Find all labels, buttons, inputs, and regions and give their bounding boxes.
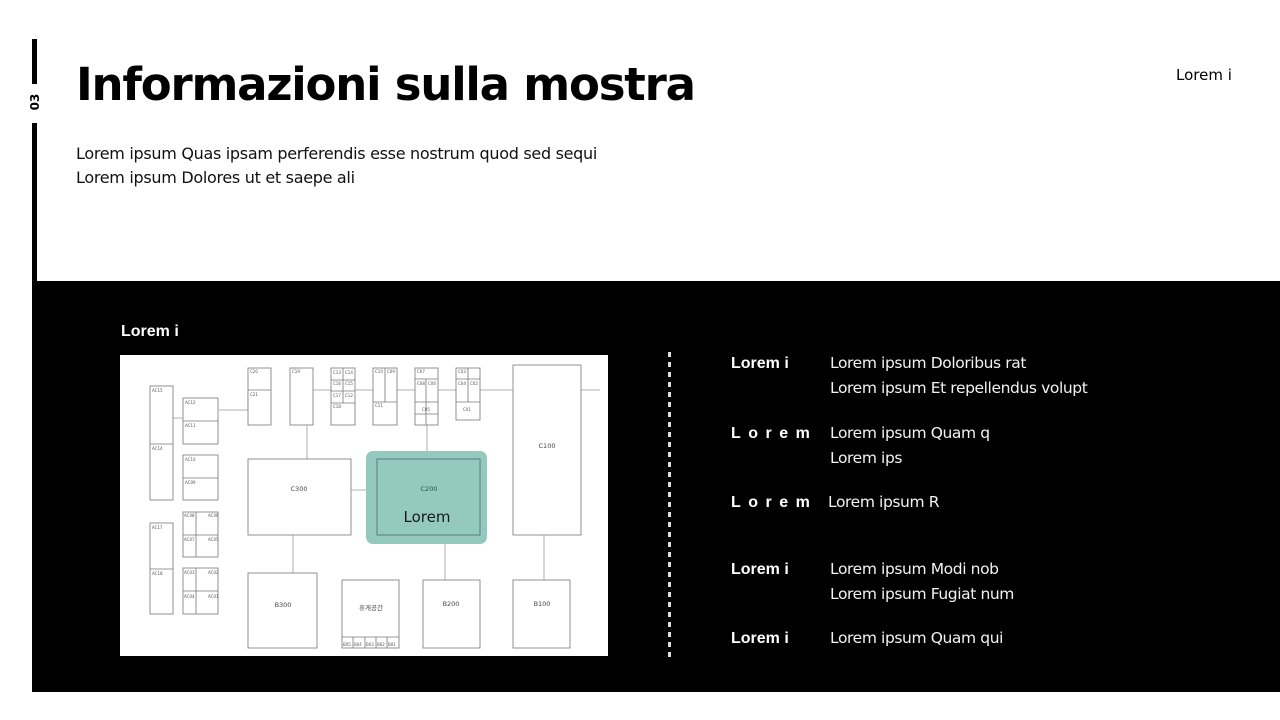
info-line: Lorem ipsum Quam q xyxy=(830,424,990,442)
svg-text:C21: C21 xyxy=(250,392,258,397)
svg-text:B03: B03 xyxy=(366,642,374,647)
top-right-label: Lorem i xyxy=(1176,66,1232,84)
info-value: Lorem ipsum Modi nob Lorem ipsum Fugiat … xyxy=(830,557,1014,607)
svg-text:휴게공간: 휴게공간 xyxy=(359,603,383,612)
page-title: Informazioni sulla mostra xyxy=(76,58,696,111)
info-value: Lorem ipsum R xyxy=(828,490,939,515)
svg-text:B05: B05 xyxy=(343,642,351,647)
svg-text:B300: B300 xyxy=(275,601,292,609)
svg-text:C10: C10 xyxy=(375,369,383,374)
info-line: Lorem ipsum Et repellendus volupt xyxy=(830,379,1088,397)
svg-text:AC08: AC08 xyxy=(184,513,195,518)
svg-text:C20: C20 xyxy=(250,369,258,374)
page-subtitle: Lorem ipsum Quas ipsam perferendis esse … xyxy=(76,142,597,190)
svg-text:C03: C03 xyxy=(458,369,466,374)
dashed-divider xyxy=(668,352,671,662)
info-value: Lorem ipsum Quam qui xyxy=(830,626,1003,651)
svg-text:C17: C17 xyxy=(333,393,341,398)
info-line: Lorem ipsum Modi nob xyxy=(830,560,999,578)
svg-text:AC07: AC07 xyxy=(184,537,195,542)
svg-text:AC14: AC14 xyxy=(152,446,163,451)
info-key: Lorem i xyxy=(731,355,789,372)
svg-text:C100: C100 xyxy=(539,442,556,450)
svg-text:AC01: AC01 xyxy=(208,594,219,599)
svg-text:AC04: AC04 xyxy=(184,594,195,599)
svg-text:B100: B100 xyxy=(534,600,551,608)
svg-text:AC17: AC17 xyxy=(152,525,163,530)
svg-text:C09: C09 xyxy=(387,369,395,374)
svg-text:C16: C16 xyxy=(333,381,341,386)
page-number: 03 xyxy=(28,93,42,111)
info-key: Lorem xyxy=(731,494,818,511)
svg-text:C18: C18 xyxy=(333,404,341,409)
svg-text:C19: C19 xyxy=(292,369,300,374)
svg-text:B200: B200 xyxy=(443,600,460,608)
info-line: Lorem ipsum Doloribus rat xyxy=(830,354,1027,372)
page-number-bar xyxy=(32,39,37,84)
left-rule xyxy=(32,123,37,283)
svg-text:AC18: AC18 xyxy=(152,571,163,576)
svg-text:C11: C11 xyxy=(375,403,383,408)
svg-text:B04: B04 xyxy=(354,642,362,647)
svg-text:C04: C04 xyxy=(458,381,466,386)
info-line: Lorem ips xyxy=(830,449,903,467)
svg-text:AC11: AC11 xyxy=(185,423,196,428)
info-value: Lorem ipsum Quam q Lorem ips xyxy=(830,421,990,471)
svg-text:C08: C08 xyxy=(417,381,425,386)
info-key: Lorem i xyxy=(731,561,789,578)
info-line: Lorem ipsum R xyxy=(828,493,940,511)
svg-text:AC03: AC03 xyxy=(184,570,195,575)
svg-text:C05: C05 xyxy=(422,407,430,412)
svg-text:C02: C02 xyxy=(470,381,478,386)
svg-text:C200: C200 xyxy=(421,485,438,493)
info-key: Lorem i xyxy=(731,630,789,647)
map-label: Lorem i xyxy=(121,323,179,340)
svg-text:AC12: AC12 xyxy=(185,400,196,405)
svg-text:C06: C06 xyxy=(428,381,436,386)
room-c300: C300 xyxy=(291,485,308,493)
svg-text:C15: C15 xyxy=(345,381,353,386)
svg-text:AC15: AC15 xyxy=(152,388,163,393)
subtitle-line: Lorem ipsum Dolores ut et saepe ali xyxy=(76,168,355,187)
svg-text:C07: C07 xyxy=(417,369,425,374)
svg-text:AC09: AC09 xyxy=(185,480,196,485)
subtitle-line: Lorem ipsum Quas ipsam perferendis esse … xyxy=(76,144,598,163)
svg-text:C13: C13 xyxy=(333,370,341,375)
svg-text:Lorem: Lorem xyxy=(404,508,451,526)
svg-text:C01: C01 xyxy=(463,407,471,412)
svg-text:C12: C12 xyxy=(345,393,353,398)
info-key: Lorem xyxy=(731,425,818,442)
svg-text:AC05: AC05 xyxy=(208,537,219,542)
info-line: Lorem ipsum Fugiat num xyxy=(830,585,1014,603)
info-line: Lorem ipsum Quam qui xyxy=(830,629,1004,647)
svg-text:AC02: AC02 xyxy=(208,570,219,575)
info-value: Lorem ipsum Doloribus rat Lorem ipsum Et… xyxy=(830,351,1088,401)
svg-text:AC06: AC06 xyxy=(208,513,219,518)
svg-text:AC10: AC10 xyxy=(185,457,196,462)
svg-text:B01: B01 xyxy=(388,642,396,647)
svg-text:C14: C14 xyxy=(345,370,353,375)
svg-text:B02: B02 xyxy=(377,642,385,647)
